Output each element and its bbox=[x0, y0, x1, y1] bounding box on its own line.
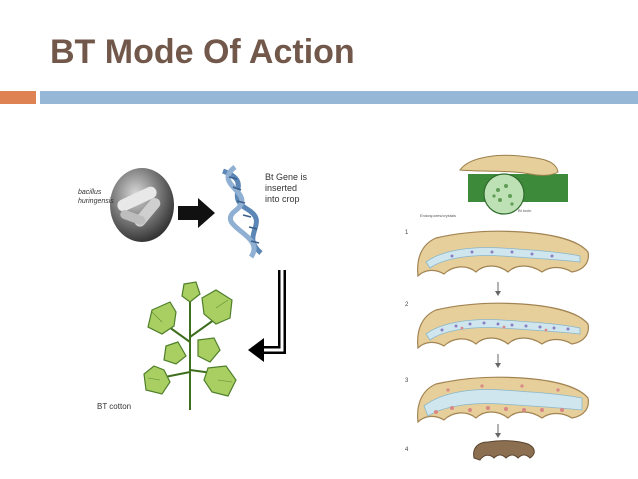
accent-bar-blue bbox=[40, 91, 638, 104]
caterpillar-on-leaf-image bbox=[459, 154, 568, 215]
caterpillar-stage-3 bbox=[417, 376, 589, 424]
cotton-plant-image bbox=[143, 281, 237, 410]
caterpillar-stage-2 bbox=[417, 302, 589, 350]
page-title: BT Mode Of Action bbox=[50, 33, 355, 71]
accent-bar-orange bbox=[0, 91, 36, 104]
down-arrow-icon bbox=[495, 354, 501, 368]
endospore-label: Endospores/crystals bbox=[420, 213, 457, 218]
step-number: 3 bbox=[405, 378, 409, 384]
dna-helix-image bbox=[222, 165, 263, 259]
step-number: 2 bbox=[405, 302, 409, 308]
caterpillar-stage-1 bbox=[417, 230, 589, 278]
caterpillar-stage-4 bbox=[473, 440, 535, 461]
bacillus-label: bacillus huringensis bbox=[78, 189, 114, 205]
step-number: 1 bbox=[405, 230, 409, 236]
down-arrow-icon bbox=[495, 424, 501, 438]
bacillus-cell-image bbox=[110, 168, 174, 242]
arrow-right-icon bbox=[178, 198, 215, 228]
hook-arrow-icon bbox=[248, 270, 286, 362]
cotton-label: BT cotton bbox=[97, 402, 132, 411]
bt-toxin-label: Bt toxin bbox=[518, 208, 532, 213]
down-arrow-icon bbox=[495, 282, 501, 296]
step-number: 4 bbox=[405, 447, 409, 453]
gene-insertion-label: Bt Gene is inserted into crop bbox=[265, 172, 308, 204]
